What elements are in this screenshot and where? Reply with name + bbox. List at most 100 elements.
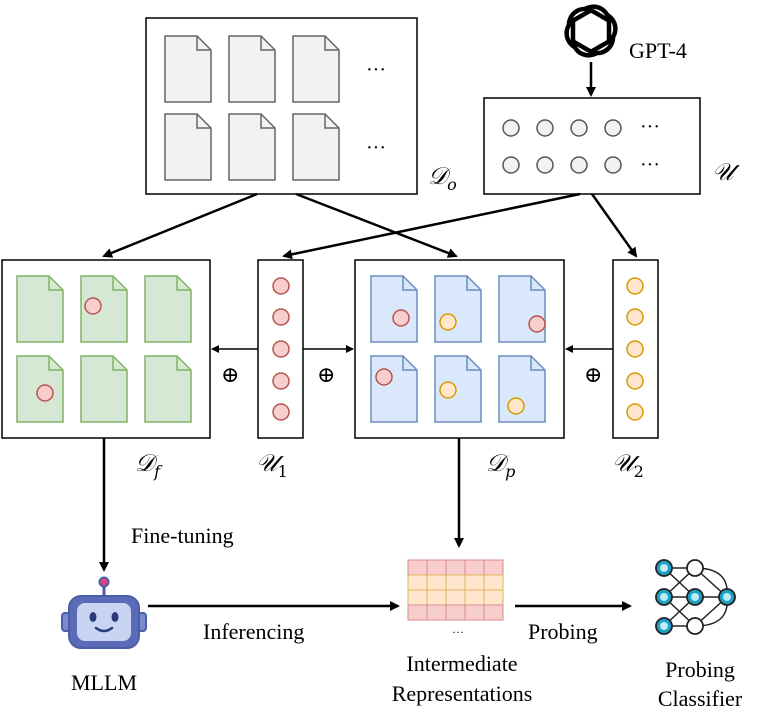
probe-dataset-box [354, 259, 565, 439]
grid-cell [445, 574, 466, 591]
item-circle [536, 119, 554, 137]
gpt4-label: GPT-4 [629, 38, 687, 63]
u1-items [272, 277, 290, 421]
u-ellipsis-row2: ··· [640, 154, 660, 176]
universal-items [502, 119, 622, 174]
grid-cell [464, 574, 485, 591]
grid-cell [464, 604, 485, 621]
u1-label: 𝒰1 [256, 449, 288, 481]
document-icon [370, 275, 418, 343]
classifier-label-line2: Classifier [658, 686, 743, 711]
document-icon [164, 35, 212, 103]
document-icon [144, 275, 192, 343]
injected-item [439, 381, 457, 399]
document-icon [228, 35, 276, 103]
document-icon [370, 355, 418, 423]
grid-cell [426, 574, 447, 591]
document-icon [292, 35, 340, 103]
grid-cell [464, 559, 485, 576]
document-icon [434, 275, 482, 343]
injected-item [528, 315, 546, 333]
item-circle [626, 308, 644, 326]
injected-item [392, 309, 410, 327]
u2-items [626, 277, 644, 421]
item-circle [626, 403, 644, 421]
grid-cell [426, 589, 447, 606]
document-icon [434, 355, 482, 423]
item-circle [502, 119, 520, 137]
injected-item [507, 397, 525, 415]
probe-set-label: 𝒟p [486, 449, 515, 481]
ellipsis-row1: ··· [366, 59, 386, 81]
universal-set-box: ··· ··· [483, 97, 701, 195]
finetune-documents [16, 275, 192, 423]
oplus-u2: ⊕ [584, 362, 602, 387]
grid-cell [426, 604, 447, 621]
document-icon [292, 113, 340, 181]
u-ellipsis-row1: ··· [640, 116, 660, 138]
finetune-set-label: 𝒟f [135, 449, 163, 481]
injected-item [375, 368, 393, 386]
item-circle [272, 308, 290, 326]
representation-grid [407, 559, 504, 621]
arrow-universal-to-u1 [282, 192, 581, 260]
item-circle [626, 372, 644, 390]
document-icon [164, 113, 212, 181]
grid-cell [445, 559, 466, 576]
intermediate-label-line1: Intermediate [406, 651, 517, 676]
grid-cell [407, 574, 428, 591]
item-circle [604, 119, 622, 137]
grid-cell [483, 604, 504, 621]
injected-item [439, 313, 457, 331]
grid-cell [483, 559, 504, 576]
u2-box [612, 259, 659, 439]
original-documents [164, 35, 340, 181]
original-dataset-box: ··· ··· [145, 17, 418, 195]
grid-cell [445, 589, 466, 606]
arrow-original-to-probe [295, 192, 458, 258]
injected-item [36, 384, 54, 402]
document-icon [144, 355, 192, 423]
document-icon [80, 355, 128, 423]
arrow-original-to-finetune [102, 192, 258, 258]
probe-documents [370, 275, 546, 423]
item-circle [570, 156, 588, 174]
oplus-finetune: ⊕ [221, 362, 239, 387]
network-node [686, 617, 704, 635]
grid-cell [407, 604, 428, 621]
grid-cell [464, 589, 485, 606]
item-circle [272, 372, 290, 390]
grid-cell [483, 589, 504, 606]
neural-network-icon [655, 559, 736, 635]
original-set-label: 𝒟o [428, 162, 457, 194]
grid-cell [407, 589, 428, 606]
item-circle [272, 340, 290, 358]
classifier-label-line1: Probing [665, 657, 735, 682]
injected-item [84, 297, 102, 315]
openai-logo-icon [564, 4, 618, 58]
oplus-probe: ⊕ [317, 362, 335, 387]
inferencing-label: Inferencing [203, 619, 304, 644]
ellipsis-row2: ··· [366, 137, 386, 159]
item-circle [626, 340, 644, 358]
robot-icon [61, 576, 147, 649]
grid-cell [426, 559, 447, 576]
finetune-dataset-box [1, 259, 211, 439]
u1-box [257, 259, 304, 439]
probing-label: Probing [528, 619, 598, 644]
document-icon [80, 275, 128, 343]
item-circle [272, 403, 290, 421]
grid-cell [445, 604, 466, 621]
network-node [686, 559, 704, 577]
grid-ellipsis: ··· [452, 625, 464, 639]
item-circle [626, 277, 644, 295]
universal-set-label: 𝒰 [712, 158, 740, 186]
mllm-label: MLLM [71, 670, 137, 695]
grid-cell [483, 574, 504, 591]
document-icon [228, 113, 276, 181]
u2-label: 𝒰2 [612, 449, 644, 481]
document-icon [16, 275, 64, 343]
item-circle [502, 156, 520, 174]
